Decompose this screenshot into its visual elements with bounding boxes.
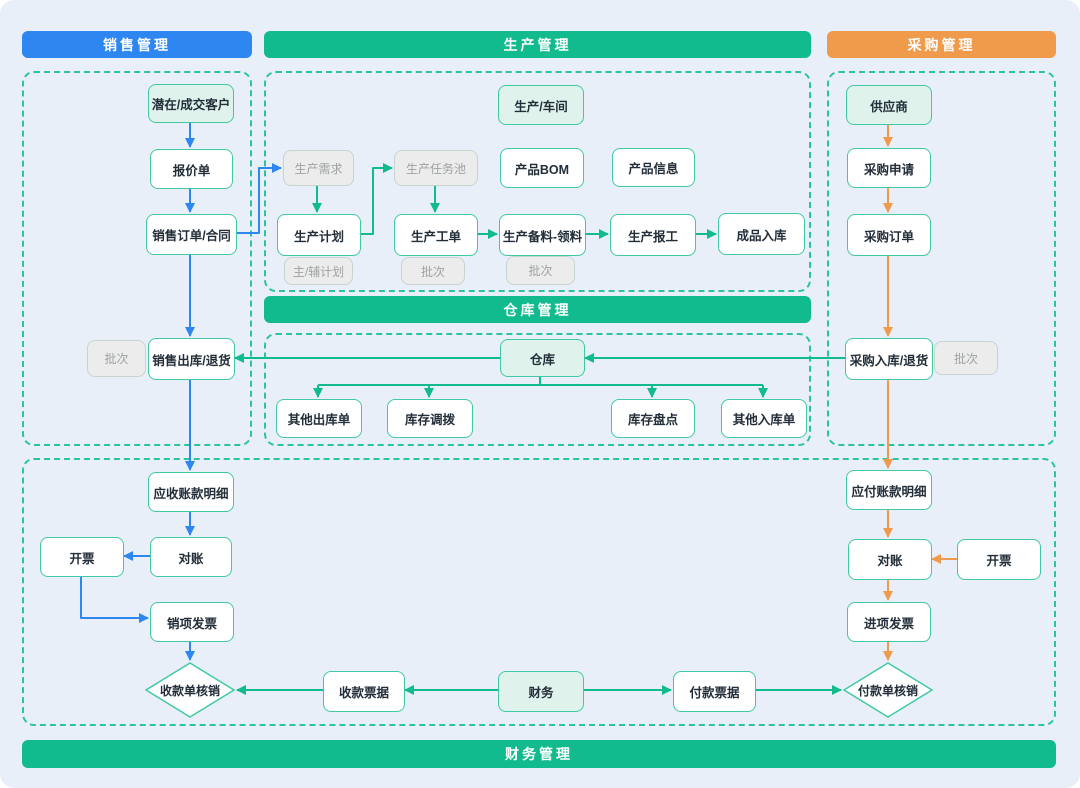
node-purchase-inbound: 采购入库/退货 bbox=[845, 338, 933, 380]
node-sales-batch: 批次 bbox=[87, 340, 146, 377]
node-receipt-writeoff: 收款单核销 bbox=[145, 662, 235, 718]
node-other-inbound: 其他入库单 bbox=[721, 399, 807, 438]
node-finished-in: 成品入库 bbox=[718, 213, 805, 255]
sales-zone bbox=[22, 71, 252, 446]
warehouse-zone bbox=[264, 333, 811, 446]
node-inventory-transfer: 库存调拨 bbox=[387, 399, 473, 438]
node-product-bom: 产品BOM bbox=[500, 148, 584, 188]
node-material-batch: 批次 bbox=[506, 256, 575, 285]
node-invoice-ar: 开票 bbox=[40, 537, 124, 577]
node-sales-order: 销售订单/合同 bbox=[146, 214, 237, 255]
node-purchase-batch: 批次 bbox=[934, 341, 998, 375]
node-quotation: 报价单 bbox=[150, 149, 233, 189]
node-sales-outbound: 销售出库/退货 bbox=[148, 338, 235, 380]
node-payment-bill: 付款票据 bbox=[673, 671, 756, 712]
node-purchase-order: 采购订单 bbox=[847, 214, 931, 256]
node-ap-detail: 应付账款明细 bbox=[846, 470, 932, 510]
node-main-aux-plan: 主/辅计划 bbox=[284, 257, 353, 285]
node-ar-detail: 应收账款明细 bbox=[148, 472, 234, 512]
node-task-pool: 生产任务池 bbox=[394, 150, 478, 186]
production-management-header: 生产管理 bbox=[264, 31, 811, 58]
node-receipt-bill: 收款票据 bbox=[323, 671, 405, 712]
node-work-order: 生产工单 bbox=[394, 214, 478, 256]
node-customer: 潜在/成交客户 bbox=[148, 84, 234, 123]
node-purchase-request: 采购申请 bbox=[847, 148, 931, 188]
node-inventory-count: 库存盘点 bbox=[611, 399, 695, 438]
node-product-info: 产品信息 bbox=[612, 148, 695, 187]
node-other-outbound: 其他出库单 bbox=[276, 399, 362, 438]
node-warehouse: 仓库 bbox=[500, 339, 585, 377]
purchase-management-header: 采购管理 bbox=[827, 31, 1056, 58]
node-reconcile-ar: 对账 bbox=[150, 537, 232, 577]
node-finance: 财务 bbox=[498, 671, 584, 712]
node-reconcile-ap: 对账 bbox=[848, 539, 932, 580]
sales-management-header: 销售管理 bbox=[22, 31, 252, 58]
node-production-plan: 生产计划 bbox=[277, 214, 361, 256]
node-supplier: 供应商 bbox=[846, 85, 932, 125]
node-payment-writeoff: 付款单核销 bbox=[843, 662, 933, 718]
node-production-report: 生产报工 bbox=[610, 214, 696, 256]
diamond-shape-icon bbox=[843, 662, 933, 718]
node-invoice-ap: 开票 bbox=[957, 539, 1041, 580]
node-material-prep: 生产备料-领料 bbox=[499, 214, 586, 256]
warehouse-management-header: 仓库管理 bbox=[264, 296, 811, 323]
node-production-demand: 生产需求 bbox=[283, 150, 354, 186]
node-workshop: 生产/车间 bbox=[498, 85, 584, 125]
finance-zone bbox=[22, 458, 1056, 726]
node-output-invoice: 销项发票 bbox=[150, 602, 234, 642]
node-input-invoice: 进项发票 bbox=[847, 602, 931, 642]
purchase-zone bbox=[827, 71, 1056, 446]
finance-management-header: 财务管理 bbox=[22, 740, 1056, 768]
node-work-order-batch: 批次 bbox=[401, 257, 465, 285]
diamond-shape-icon bbox=[145, 662, 235, 718]
